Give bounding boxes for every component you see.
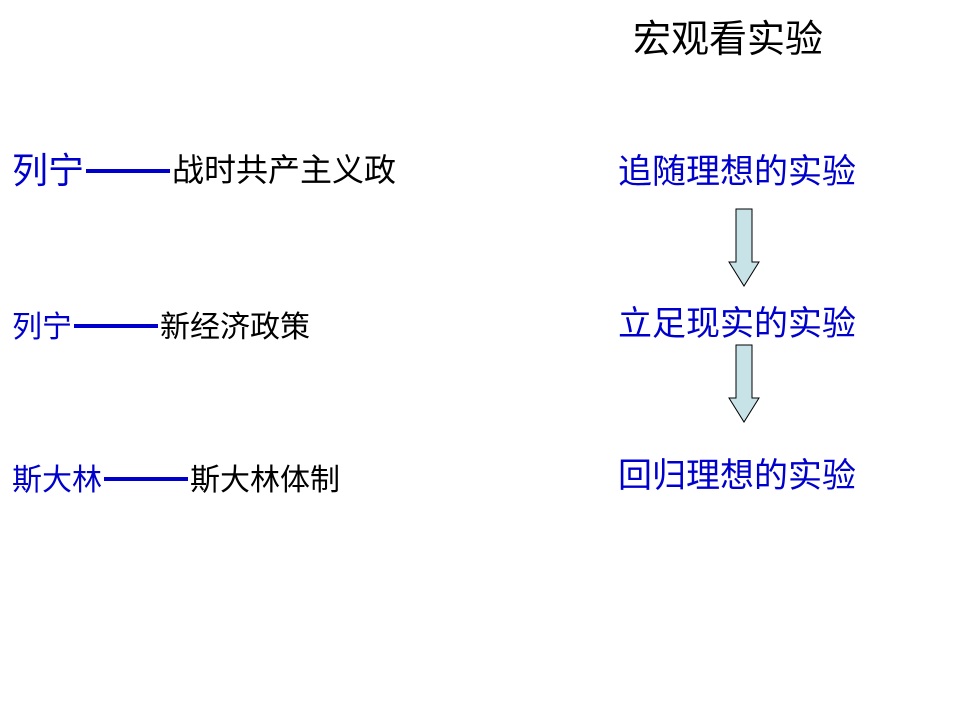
stage-follow-ideal: 追随理想的实验	[618, 152, 856, 192]
stage-return-to-ideal: 回归理想的实验	[618, 456, 856, 496]
dash-connector	[74, 324, 158, 328]
row-lenin-nep: 列宁 新经济政策	[12, 302, 310, 346]
leader-name: 斯大林	[12, 463, 102, 498]
policy-name: 斯大林体制	[190, 463, 340, 498]
dash-connector	[86, 169, 171, 173]
row-stalin-system: 斯大林 斯大林体制	[12, 455, 340, 499]
slide-title: 宏观看实验	[633, 17, 824, 61]
down-arrow-icon	[728, 344, 760, 423]
leader-name: 列宁	[12, 151, 85, 192]
policy-name: 战时共产主义政	[172, 151, 397, 189]
leader-name: 列宁	[12, 310, 72, 345]
dash-connector	[104, 477, 188, 481]
stage-based-on-reality: 立足现实的实验	[618, 304, 856, 344]
policy-name: 新经济政策	[160, 310, 310, 345]
down-arrow-icon	[728, 208, 760, 287]
row-lenin-war-communism: 列宁 战时共产主义政	[12, 142, 396, 194]
